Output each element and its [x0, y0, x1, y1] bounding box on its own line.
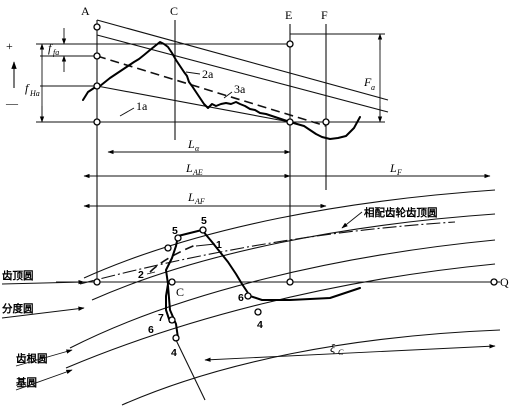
point-marker: [286, 40, 294, 48]
label-point-A: A: [81, 4, 90, 18]
Fa-label: F: [363, 75, 372, 89]
LAE-label: L: [185, 161, 193, 175]
base-circle-leader: [15, 369, 73, 391]
slanted-line-2: [96, 34, 389, 113]
profile-mark-6a: 6: [148, 324, 154, 336]
tooth-profile-curve: [165, 229, 361, 323]
label-point-F: F: [321, 8, 328, 22]
La-label-sub: α: [195, 144, 200, 153]
minus-sign: —: [5, 96, 19, 110]
LF-label: L: [389, 161, 397, 175]
point-marker: [199, 226, 207, 234]
mating-tip-circle-label: 相配齿轮齿顶圆: [364, 206, 438, 219]
mating-tip-circle-arc: [79, 221, 456, 285]
xi-reference-line: [175, 339, 206, 401]
label-point-E: E: [285, 8, 292, 22]
slanted-line-1: [96, 19, 389, 101]
ffa-label-sub: fa: [53, 48, 59, 57]
point-marker: [168, 316, 176, 324]
point-marker: [93, 82, 101, 90]
tip-circle-leader: [1, 279, 85, 285]
point-Q-marker: [490, 278, 498, 286]
ffa-label: f: [48, 41, 53, 55]
profile-mark-4b: 4: [171, 347, 177, 359]
profile-mark-2: 2: [138, 269, 144, 281]
profile-reference-dashed: [149, 243, 199, 273]
point-marker: [93, 52, 101, 60]
La-label: L: [187, 137, 195, 151]
LAF-label: L: [187, 190, 195, 204]
profile-mark-5a: 5: [172, 225, 178, 237]
mating-tip-circle-leader: [341, 211, 363, 229]
tip-circle-label: 齿顶圆: [2, 269, 34, 282]
leader-2: [146, 271, 156, 275]
label-point-Q: Q: [500, 275, 509, 289]
leader-3a: [223, 91, 233, 99]
point-marker: [164, 244, 172, 252]
point-marker: [174, 234, 182, 242]
leader-1: [195, 243, 216, 247]
point-marker: [286, 278, 294, 286]
point-marker: [322, 118, 330, 126]
curve-label-1a: 1a: [136, 99, 148, 113]
point-marker: [168, 278, 176, 286]
root-circle-label: 齿根圆: [16, 352, 48, 365]
tip-circle-arc: [83, 189, 496, 279]
profile-mark-6b: 6: [238, 292, 244, 304]
lower-outer-arc: [121, 329, 501, 406]
curve-label-2a: 2a: [202, 67, 214, 81]
leader-1a: [119, 107, 135, 117]
point-marker: [93, 23, 101, 31]
profile-mark-4a: 4: [257, 319, 263, 331]
root-circle-arc: [69, 239, 496, 349]
LAE-label-sub: AE: [192, 168, 203, 177]
mean-profile-line: [96, 55, 327, 127]
pitch-circle-arc: [91, 213, 496, 301]
point-marker: [286, 118, 294, 126]
LAF-label-sub: AF: [194, 197, 205, 206]
xi-C-label-sub: C: [338, 348, 344, 357]
root-circle-leader: [15, 349, 73, 367]
leader-2a: [185, 71, 201, 75]
fha-label: f: [25, 81, 30, 95]
xi-C-label: ξ: [330, 341, 336, 355]
LF-label-sub: F: [396, 168, 402, 177]
measured-profile-trace: [82, 41, 361, 140]
base-circle-arc: [65, 263, 496, 369]
base-circle-label: 基圆: [15, 376, 37, 389]
profile-mark-1: 1: [216, 239, 222, 251]
point-marker: [254, 308, 262, 316]
Fa-label-sub: a: [371, 83, 375, 92]
slanted-line-3: [96, 85, 291, 123]
label-point-C: C: [170, 4, 178, 18]
plus-sign: +: [6, 39, 13, 53]
point-marker: [93, 278, 101, 286]
pitch-circle-leader: [1, 306, 85, 319]
profile-mark-7: 7: [158, 312, 164, 324]
point-marker: [244, 292, 252, 300]
label-point-C-lower: C: [176, 285, 184, 299]
curve-label-3a: 3a: [234, 82, 246, 96]
profile-mark-5b: 5: [201, 215, 207, 227]
point-marker: [93, 118, 101, 126]
pitch-circle-label: 分度圆: [2, 302, 34, 315]
xi-C-dimension: [204, 344, 496, 362]
fha-label-sub: Ha: [29, 89, 40, 98]
